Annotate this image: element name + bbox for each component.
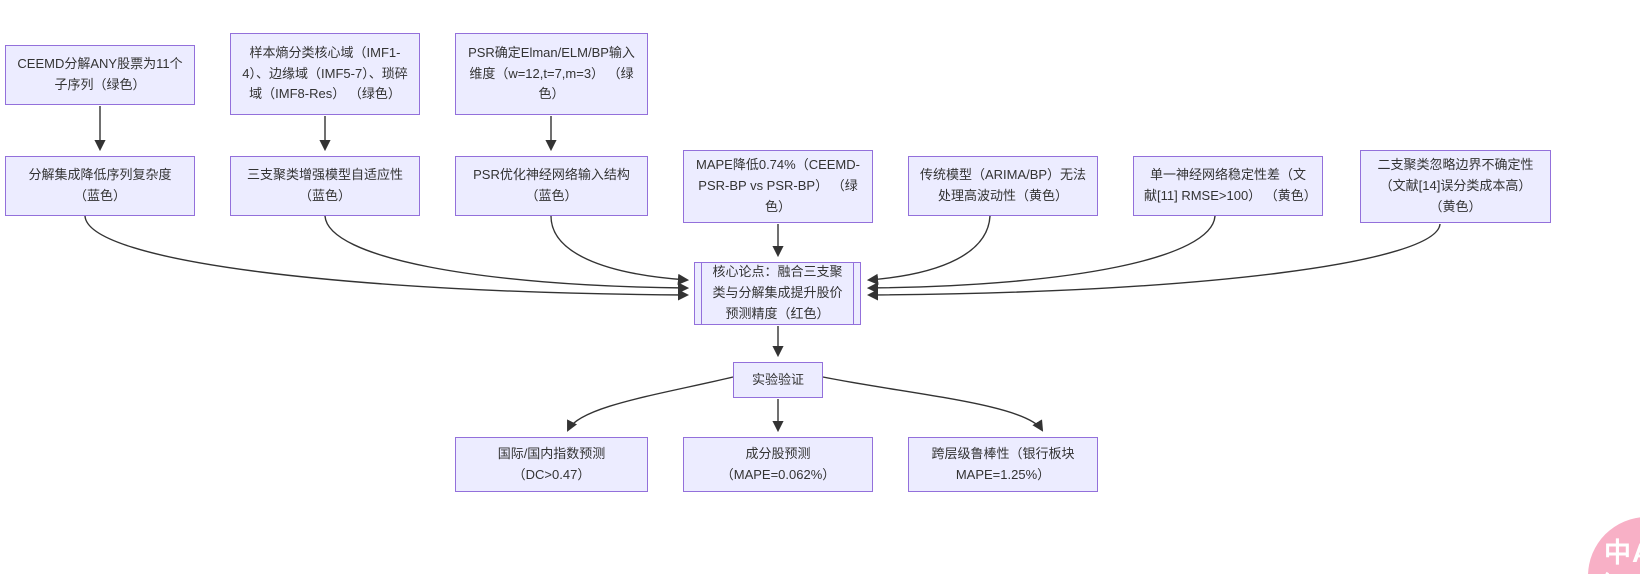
node-label: CEEMD分解ANY股票为11个子序列（绿色）	[17, 56, 183, 92]
node-two-way-clustering-limits: 二支聚类忽略边界不确定性（文献[14]误分类成本高）（黄色）	[1360, 150, 1551, 223]
edge-experiment-to-robust	[822, 376, 1044, 432]
node-label: PSR优化神经网络输入结构（蓝色）	[473, 167, 630, 203]
edge-arima-to-core	[866, 215, 991, 285]
node-label: 二支聚类忽略边界不确定性（文献[14]误分类成本高）（黄色）	[1377, 157, 1534, 214]
node-psr-input-dimension: PSR确定Elman/ELM/BP输入维度（w=12,t=7,m=3） （绿色）	[455, 33, 648, 115]
node-constituent-stock-prediction: 成分股预测（MAPE=0.062%）	[683, 437, 873, 492]
node-decomposition-ensemble: 分解集成降低序列复杂度（蓝色）	[5, 156, 195, 216]
node-label: 三支聚类增强模型自适应性（蓝色）	[246, 167, 403, 203]
node-cross-level-robustness: 跨层级鲁棒性（银行板块MAPE=1.25%）	[908, 437, 1098, 492]
node-label: 传统模型（ARIMA/BP）无法处理高波动性（黄色）	[919, 167, 1087, 203]
node-label: 样本熵分类核心域（IMF1-4）、边缘域（IMF5-7）、琐碎域（IMF8-Re…	[242, 44, 408, 102]
translate-button[interactable]: 中A	[1588, 517, 1640, 574]
node-label: 成分股预测（MAPE=0.062%）	[720, 445, 836, 482]
edge-threeway-to-core	[324, 215, 690, 294]
node-label: PSR确定Elman/ELM/BP输入维度（w=12,t=7,m=3） （绿色）	[468, 44, 635, 102]
node-ceemd-decompose: CEEMD分解ANY股票为11个子序列（绿色）	[5, 45, 195, 105]
node-core-thesis: 核心论点：融合三支聚类与分解集成提升股价预测精度（红色）	[694, 262, 861, 325]
node-experiment-validation: 实验验证	[733, 362, 823, 398]
node-psr-optimization: PSR优化神经网络输入结构（蓝色）	[455, 156, 648, 216]
edge-single-to-core	[866, 215, 1216, 294]
node-label: 实验验证	[751, 371, 804, 387]
node-single-nn-instability: 单一神经网络稳定性差（文献[11] RMSE>100） （黄色）	[1133, 156, 1323, 216]
node-label: 国际/国内指数预测（DC>0.47）	[497, 445, 606, 482]
edge-experiment-to-index	[567, 376, 734, 432]
node-label: 分解集成降低序列复杂度（蓝色）	[28, 167, 172, 203]
edge-twoway-to-core	[866, 223, 1441, 301]
node-mape-reduction: MAPE降低0.74%（CEEMD-PSR-BP vs PSR-BP） （绿色）	[683, 150, 873, 223]
node-label: 跨层级鲁棒性（银行板块MAPE=1.25%）	[931, 445, 1075, 482]
translate-icon: 中A	[1604, 538, 1640, 568]
node-label: 单一神经网络稳定性差（文献[11] RMSE>100） （黄色）	[1144, 167, 1317, 203]
edge-decomp-to-core	[84, 215, 690, 301]
node-three-way-clustering: 三支聚类增强模型自适应性（蓝色）	[230, 156, 420, 216]
node-sample-entropy: 样本熵分类核心域（IMF1-4）、边缘域（IMF5-7）、琐碎域（IMF8-Re…	[230, 33, 420, 115]
node-label: 核心论点：融合三支聚类与分解集成提升股价预测精度（红色）	[712, 264, 843, 321]
node-index-prediction: 国际/国内指数预测（DC>0.47）	[455, 437, 648, 492]
node-label: MAPE降低0.74%（CEEMD-PSR-BP vs PSR-BP） （绿色）	[696, 157, 860, 214]
node-traditional-models: 传统模型（ARIMA/BP）无法处理高波动性（黄色）	[908, 156, 1098, 216]
edge-psropt-to-core	[550, 215, 690, 285]
